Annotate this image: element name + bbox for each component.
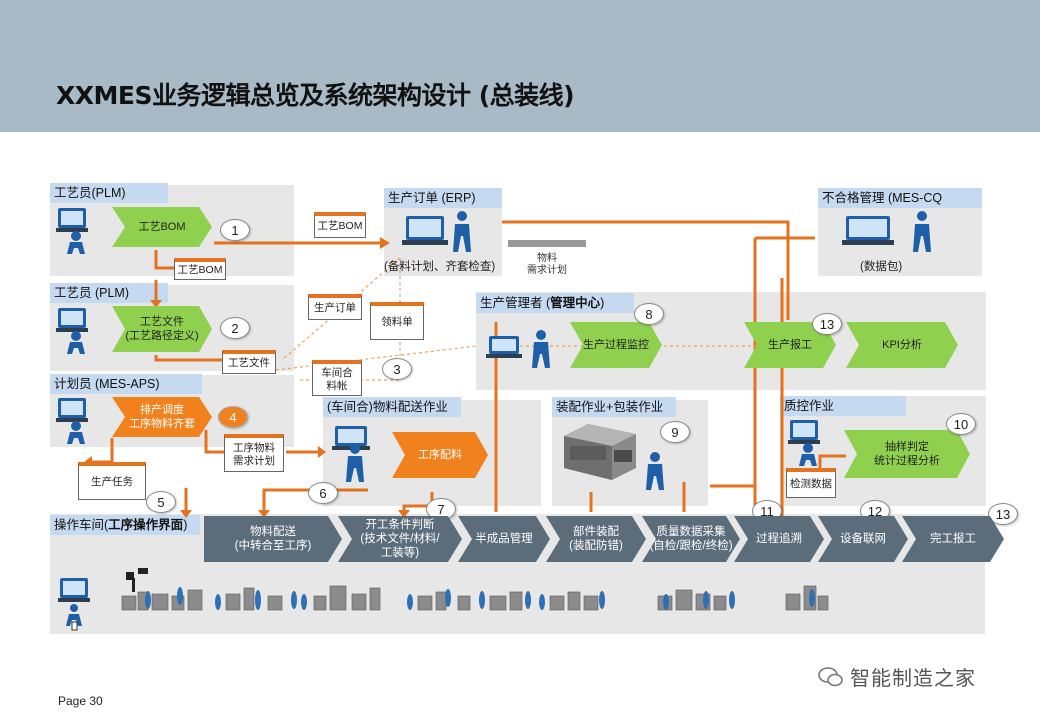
step-traceability[interactable]: 过程追溯 [734, 516, 824, 562]
step-number-8: 8 [634, 303, 664, 325]
sampling-line1: 抽样判定 [885, 441, 929, 453]
label-distribution: (车间合)物料配送作业 [323, 397, 461, 417]
person-icon-cq [913, 211, 931, 252]
watermark-text: 智能制造之家 [850, 666, 976, 690]
label-cq: 不合格管理 (MES-CQ [818, 188, 982, 208]
deliver-chevron[interactable]: 工序配料 [392, 432, 488, 478]
step-material-delivery-line2: (中转合至工序) [234, 540, 312, 552]
sampling-line2: 统计过程分析 [874, 455, 940, 467]
label-erp: 生产订单 (ERP) [384, 188, 502, 208]
label-plm1: 工艺员(PLM) [50, 183, 168, 203]
doc-ledger-line1: 车间合 [321, 366, 353, 379]
watermark: 智能制造之家 [818, 662, 976, 691]
step-quality-collection[interactable]: 质量数据采集 (自检/跟检/终检) [642, 516, 740, 562]
process-bom-chevron[interactable]: 工艺BOM [112, 207, 212, 247]
page-number: Page 30 [58, 694, 103, 708]
step-completion-report[interactable]: 完工报工 [902, 516, 1004, 562]
person-icon-distribution [346, 444, 364, 482]
doc-req-line1: 工序物料 [233, 441, 275, 454]
step-equipment-network[interactable]: 设备联网 [818, 516, 908, 562]
step-number-6: 6 [308, 482, 338, 504]
label-plm2: 工艺员 (PLM) [50, 283, 168, 303]
page-title: XXMES业务逻辑总览及系统架构设计 (总装线) [56, 81, 575, 110]
step-quality-line1: 质量数据采集 [656, 526, 726, 538]
step-number-13b: 13 [988, 503, 1018, 525]
step-number-13a: 13 [812, 313, 842, 335]
worker-monitor-icon-aps [56, 398, 88, 444]
step-component-line2: (装配防错) [569, 540, 623, 552]
doc-tech[interactable]: 工艺文件 [222, 350, 276, 374]
step-component-assembly[interactable]: 部件装配 (装配防错) [546, 516, 646, 562]
step-number-9: 9 [660, 421, 690, 443]
step-number-1: 1 [220, 219, 250, 241]
doc-pick[interactable]: 领料单 [370, 302, 424, 340]
process-route-line2: (工艺路径定义) [125, 330, 199, 342]
step-number-5: 5 [146, 491, 176, 513]
header-band [0, 0, 1040, 132]
doc-order[interactable]: 生产订单 [308, 294, 362, 320]
step-number-3: 3 [382, 358, 412, 380]
material-plan-doc: 物料需求计划 [508, 240, 586, 278]
doc-bom-a[interactable]: 工艺BOM [314, 212, 366, 238]
wechat-icon [818, 666, 843, 686]
worker-monitor-icon-shop [58, 578, 90, 631]
worker-monitor-icon-plm2 [56, 308, 88, 354]
step-start-check-line2: (技术文件/材料/ [360, 533, 440, 545]
doc-req-line2: 需求计划 [233, 454, 275, 467]
machine-icon-assembly [564, 424, 636, 480]
worker-monitor-icon-plm1 [56, 208, 88, 254]
step-number-10: 10 [946, 413, 976, 435]
step-material-delivery[interactable]: 物料配送 (中转合至工序) [204, 516, 342, 562]
doc-requirement[interactable]: 工序物料需求计划 [224, 434, 284, 472]
label-assembly: 装配作业+包装作业 [552, 397, 676, 417]
schedule-chevron[interactable]: 排产调度工序物料齐套 [112, 397, 212, 437]
step-component-line1: 部件装配 [572, 526, 619, 538]
label-shop: 操作车间(工序操作界面) [50, 515, 200, 535]
doc-task[interactable]: 生产任务 [78, 462, 146, 500]
monitor-icon-erp [402, 216, 448, 245]
cq-caption: (数据包) [860, 261, 903, 273]
process-route-line1: 工艺文件 [139, 316, 184, 328]
kpi-chevron[interactable]: KPI分析 [846, 322, 958, 368]
label-qc: 质控作业 [780, 396, 906, 416]
person-icon-assembly [646, 452, 664, 490]
doc-ledger[interactable]: 车间合料帐 [312, 360, 362, 396]
schedule-line1: 排产调度 [140, 404, 184, 416]
erp-caption: (备料计划、齐套检查) [384, 261, 496, 273]
material-plan-line1: 物料 [537, 253, 557, 264]
label-aps: 计划员 (MES-APS) [50, 374, 202, 394]
monitor-chevron[interactable]: 生产过程监控 [570, 322, 662, 368]
schedule-line2: 工序物料齐套 [129, 418, 195, 430]
label-mgmt: 生产管理者 (管理中心) [476, 293, 634, 313]
step-start-check-line1: 开工条件判断 [365, 519, 435, 531]
doc-ledger-line2: 料帐 [326, 379, 348, 392]
step-quality-line2: (自检/跟检/终检) [649, 540, 733, 552]
doc-bom-b[interactable]: 工艺BOM [174, 258, 226, 280]
doc-inspection[interactable]: 检测数据 [786, 468, 836, 498]
person-icon-erp [453, 211, 471, 252]
step-material-delivery-line1: 物料配送 [249, 526, 296, 538]
step-start-check-line3: 工装等) [380, 547, 420, 559]
worker-monitor-icon-qc [788, 420, 820, 466]
sampling-chevron[interactable]: 抽样判定统计过程分析 [844, 430, 970, 478]
person-icon-mgmt [532, 330, 550, 368]
factory-floor-illustration [121, 568, 829, 611]
monitor-icon-cq [842, 216, 894, 245]
monitor-icon-mgmt [486, 336, 522, 358]
process-route-chevron[interactable]: 工艺文件 (工艺路径定义) [112, 306, 212, 352]
step-semi-finished[interactable]: 半成品管理 [458, 516, 550, 562]
step-start-check[interactable]: 开工条件判断 (技术文件/材料/工装等) [338, 516, 462, 562]
material-plan-line2: 需求计划 [527, 265, 567, 276]
step-number-2: 2 [220, 317, 250, 339]
step-number-4: 4 [218, 406, 248, 428]
